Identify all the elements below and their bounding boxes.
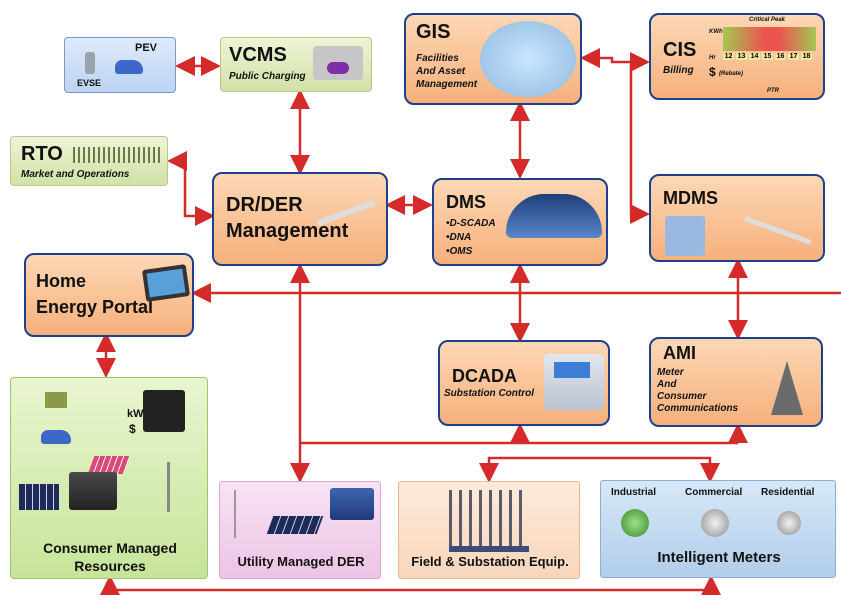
- dcada-box[interactable]: DCADA Substation Control: [438, 340, 610, 426]
- commercial-meter-icon: [701, 509, 729, 537]
- gis-cis-arrow: [580, 48, 650, 72]
- hour-13: 13: [736, 53, 747, 60]
- wind-turbines-icon: [234, 490, 236, 538]
- ptr-label: PTR: [767, 88, 779, 94]
- cis-hour-row: 12 13 14 15 16 17 18: [723, 53, 812, 60]
- kwh-label: KWh: [709, 29, 723, 35]
- kw-label: kW: [127, 408, 144, 420]
- market-chart-icon: [73, 147, 161, 163]
- solar-panels-icon: [266, 516, 324, 534]
- houses-icon: [735, 210, 819, 246]
- gis-box[interactable]: GIS Facilities And Asset Management: [404, 13, 582, 105]
- residential-label: Residential: [761, 487, 815, 498]
- field-substation-box[interactable]: Field & Substation Equip.: [398, 481, 580, 579]
- house-icon: [45, 392, 67, 408]
- consumer-label-1: Consumer Managed: [43, 540, 177, 556]
- cis-mdms-arrow: [629, 62, 650, 224]
- ami-sub-4: Communications: [657, 403, 739, 414]
- mdms-box[interactable]: MDMS: [649, 174, 825, 262]
- ami-sub-3: Consumer: [657, 391, 707, 402]
- hour-17: 17: [788, 53, 799, 60]
- meters-label: Intelligent Meters: [657, 549, 781, 566]
- ami-sub-1: Meter: [657, 367, 684, 378]
- hep-title-1: Home: [36, 271, 87, 291]
- battery-icon: [69, 472, 117, 510]
- charging-station-icon: [313, 46, 363, 80]
- ev-car-icon: [41, 430, 71, 444]
- ami-box[interactable]: AMI Meter And Consumer Communications: [649, 337, 823, 427]
- consumer-resources-box[interactable]: kW $ Consumer Managed Resources: [10, 377, 208, 579]
- hour-18: 18: [801, 53, 812, 60]
- critical-peak-label: Critical Peak: [749, 17, 786, 23]
- field-bus: [479, 456, 720, 483]
- vcms-subtitle: Public Charging: [229, 71, 306, 82]
- dcada-title: DCADA: [452, 366, 517, 386]
- utility-der-box[interactable]: Utility Managed DER: [219, 481, 381, 579]
- rebate-symbol: $: [709, 65, 716, 79]
- dms-item-3: •OMS: [446, 246, 473, 257]
- ev-car-icon: [115, 60, 143, 74]
- vcms-title: VCMS: [229, 44, 287, 66]
- gis-title: GIS: [416, 21, 451, 43]
- pev-label: PEV: [135, 42, 158, 54]
- utility-der-label: Utility Managed DER: [237, 554, 365, 569]
- substation-icon: [449, 490, 529, 552]
- dms-item-2: •DNA: [446, 232, 472, 243]
- price-chart-icon: [143, 390, 185, 432]
- vcms-box[interactable]: VCMS Public Charging: [220, 37, 372, 92]
- rebate-label: (Rebate): [719, 71, 744, 77]
- dollar-label: $: [129, 422, 136, 436]
- dcada-subtitle: Substation Control: [444, 388, 534, 399]
- commercial-label: Commercial: [685, 487, 743, 498]
- ami-title: AMI: [663, 343, 696, 363]
- evse-label: EVSE: [77, 78, 102, 88]
- solar-array-icon: [19, 484, 59, 510]
- network-map-icon: [480, 21, 576, 97]
- pev-box[interactable]: PEV EVSE: [64, 37, 176, 93]
- cis-subtitle: Billing: [663, 65, 694, 76]
- rto-title: RTO: [21, 143, 63, 165]
- hour-16: 16: [775, 53, 786, 60]
- hr-label: Hr: [709, 55, 716, 61]
- gis-subtitle-3: Management: [416, 79, 478, 90]
- drder-title-1: DR/DER: [226, 194, 303, 216]
- control-room-icon: [506, 194, 602, 238]
- consumer-meters-arrow: [100, 575, 721, 595]
- rto-box[interactable]: RTO Market and Operations: [10, 136, 168, 186]
- rto-drder-arrow: [167, 151, 215, 226]
- ami-sub-2: And: [657, 379, 677, 390]
- pricing-chart-icon: [723, 27, 816, 51]
- evse-icon: [85, 52, 95, 74]
- cis-title: CIS: [663, 39, 697, 61]
- battery-icon: [330, 488, 374, 520]
- field-label: Field & Substation Equip.: [411, 554, 569, 569]
- dms-item-1: •D-SCADA: [446, 218, 496, 229]
- mdms-title: MDMS: [663, 188, 718, 208]
- intelligent-meters-box[interactable]: Industrial Commercial Residential Intell…: [600, 480, 836, 578]
- gis-subtitle-1: Facilities: [416, 53, 459, 64]
- dms-title: DMS: [446, 192, 486, 212]
- wind-turbine-icon: [167, 462, 170, 512]
- home-energy-portal-box[interactable]: Home Energy Portal: [24, 253, 194, 337]
- tower-icon: [771, 361, 803, 415]
- industrial-label: Industrial: [611, 487, 657, 498]
- residential-meter-icon: [777, 511, 801, 535]
- houses-network-icon: [310, 182, 382, 232]
- operator-desk-icon: [544, 354, 604, 410]
- hour-14: 14: [749, 53, 760, 60]
- dms-box[interactable]: DMS •D-SCADA •DNA •OMS: [432, 178, 608, 266]
- consumer-label-2: Resources: [74, 558, 146, 574]
- tablet-icon: [141, 264, 191, 302]
- data-center-icon: [665, 216, 705, 256]
- gis-subtitle-2: And Asset: [416, 66, 466, 77]
- rto-subtitle: Market and Operations: [21, 169, 130, 180]
- hep-title-2: Energy Portal: [36, 297, 154, 317]
- hour-12: 12: [723, 53, 734, 60]
- drder-box[interactable]: DR/DER Management: [212, 172, 388, 266]
- hour-15: 15: [762, 53, 773, 60]
- cis-box[interactable]: CIS Billing Critical Peak KWh Hr $ (Reba…: [649, 13, 825, 100]
- industrial-meter-icon: [621, 509, 649, 537]
